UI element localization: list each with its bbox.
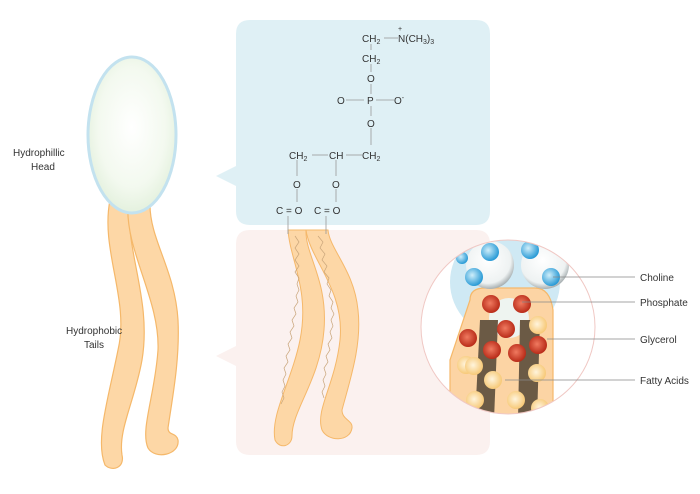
chem-ch2-right: CH2 xyxy=(362,151,380,163)
chem-o-minus: O- xyxy=(394,95,405,107)
chem-ch: CH xyxy=(329,151,343,162)
tails-label-line1: Hydrophobic xyxy=(66,326,122,337)
chem-o-2: O xyxy=(367,119,375,130)
chem-carbonyl-2: C = O xyxy=(314,206,341,217)
chem-p: P xyxy=(367,96,374,107)
tail-left xyxy=(100,199,145,469)
chem-carbonyl-1: C = O xyxy=(276,206,303,217)
head-structure-panel xyxy=(216,20,490,225)
hydrophilic-head xyxy=(86,55,178,215)
label-glycerol: Glycerol xyxy=(640,335,677,346)
label-phosphate: Phosphate xyxy=(640,298,688,309)
label-fatty-acids: Fatty Acids xyxy=(640,376,689,387)
label-choline: Choline xyxy=(640,273,674,284)
chem-trimethylammonium: N(CH3)3 xyxy=(398,34,434,46)
chem-o-ester-2: O xyxy=(332,180,340,191)
phosphate-glycerol-spheres xyxy=(459,295,547,362)
chem-ch2-left: CH2 xyxy=(289,151,307,163)
tail-right xyxy=(127,204,179,456)
detail-leader-lines xyxy=(505,276,635,381)
chem-o-left: O xyxy=(337,96,345,107)
tails-label-line2: Tails xyxy=(84,340,104,351)
chem-o-1: O xyxy=(367,74,375,85)
chem-ch2-second: CH2 xyxy=(362,54,380,66)
chemical-structure xyxy=(296,37,398,202)
chem-n-plus: + xyxy=(398,26,402,33)
choline-spheres xyxy=(456,241,560,286)
fatty-acid-tails xyxy=(273,216,360,447)
head-label-line2: Head xyxy=(31,162,55,173)
phospholipid-molecule xyxy=(86,55,179,469)
head-label-line1: Hydrophillic xyxy=(13,148,65,159)
chem-ch2-top: CH2 xyxy=(362,34,380,46)
chem-o-ester-1: O xyxy=(293,180,301,191)
